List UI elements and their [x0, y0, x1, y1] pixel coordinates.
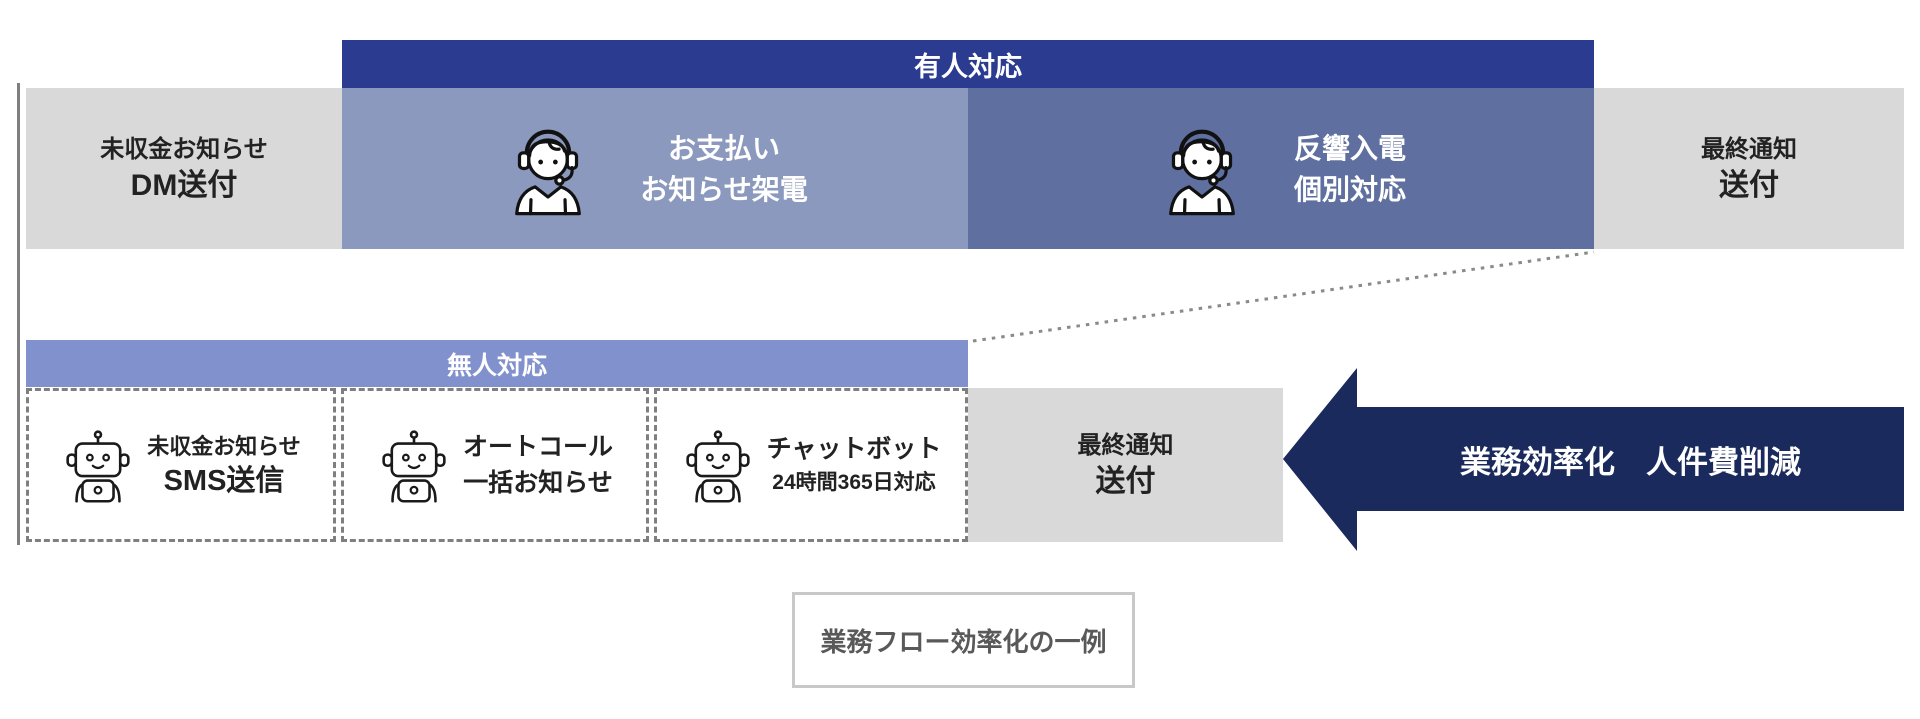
autocall-line2: 一括お知らせ — [463, 469, 613, 497]
dm-send-box: 未収金お知らせ DM送付 — [26, 88, 342, 249]
inbound-response-box: 反響入電 個別対応 — [968, 88, 1594, 249]
unmanned-flow-header: 無人対応 — [26, 340, 968, 387]
autocall-line1: オートコール — [462, 433, 613, 461]
chatbot-line1: チャットボット — [766, 435, 942, 463]
dm-send-line1: 未収金お知らせ — [100, 135, 268, 163]
robot-icon — [382, 430, 446, 503]
sms-send-box: 未収金お知らせ SMS送信 — [26, 388, 336, 542]
payment-call-line2: お知らせ架電 — [640, 173, 808, 205]
chatbot-box: チャットボット 24時間365日対応 — [654, 388, 968, 542]
caption-label: 業務フロー効率化の一例 — [820, 626, 1107, 657]
final-notice-line1: 最終通知 — [1077, 432, 1174, 459]
robot-icon — [685, 430, 750, 503]
dm-send-line2: DM送付 — [130, 168, 238, 202]
efficiency-arrow-label: 業務効率化 人件費削減 — [1460, 444, 1801, 480]
call-operator-icon — [515, 129, 582, 216]
final-notice-line1: 最終通知 — [1701, 135, 1797, 163]
final-notice-line2: 送付 — [1719, 168, 1779, 202]
caption-box: 業務フロー効率化の一例 — [792, 592, 1135, 688]
final-notice-line2: 送付 — [1095, 465, 1156, 498]
payment-call-line1: お支払い — [667, 132, 780, 164]
manned-flow-header: 有人対応 — [342, 40, 1594, 88]
call-operator-icon — [1169, 129, 1235, 216]
final-notice-box-unmanned: 最終通知 送付 — [968, 388, 1283, 542]
payment-call-box: お支払い お知らせ架電 — [342, 88, 968, 249]
sms-send-line1: 未収金お知らせ — [147, 434, 301, 459]
chatbot-line2: 24時間365日対応 — [772, 471, 936, 494]
unmanned-flow-header-label: 無人対応 — [446, 351, 547, 380]
manned-flow-header-label: 有人対応 — [914, 51, 1022, 82]
final-notice-box-manned: 最終通知 送付 — [1594, 88, 1904, 249]
robot-icon — [66, 430, 130, 503]
flow-start-line — [17, 83, 20, 545]
inbound-response-line1: 反響入電 — [1293, 132, 1406, 164]
inbound-response-line2: 個別対応 — [1293, 173, 1406, 205]
sms-send-line2: SMS送信 — [163, 465, 285, 497]
autocall-box: オートコール 一括お知らせ — [341, 388, 649, 542]
